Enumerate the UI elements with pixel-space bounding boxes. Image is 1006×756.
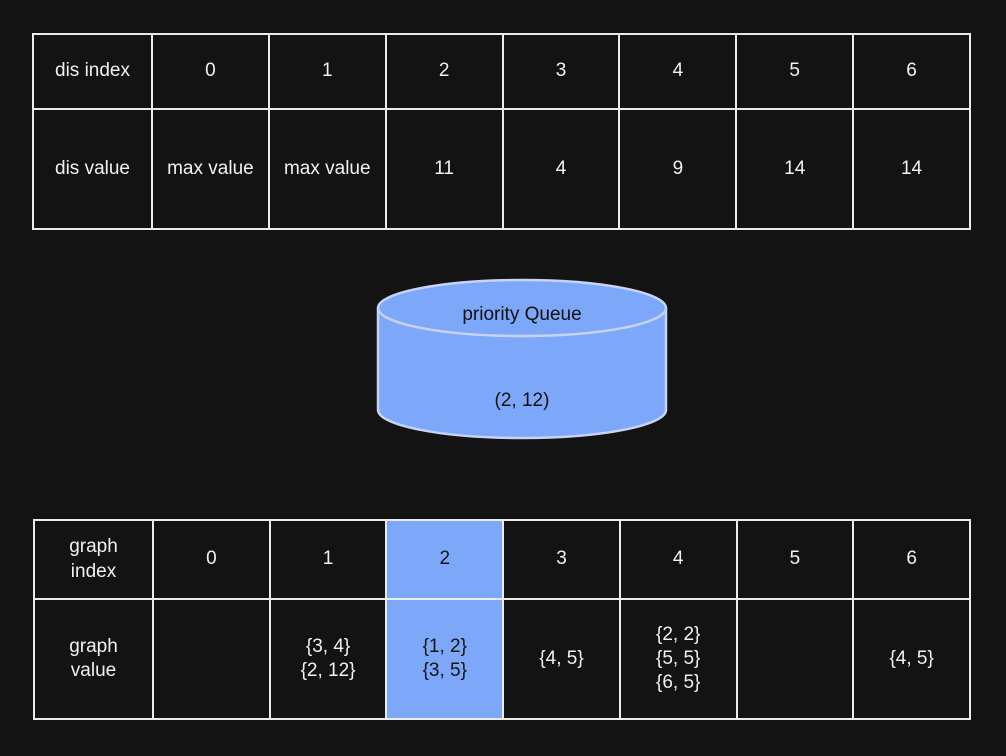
graph-index-6: 6 bbox=[854, 521, 971, 600]
dis-index-1: 1 bbox=[269, 35, 387, 110]
dis-table: dis index 0 1 2 3 4 5 6 dis value max va… bbox=[32, 33, 971, 230]
priority-queue-entry: (2, 12) bbox=[494, 390, 550, 411]
graph-value-1: {3, 4} {2, 12} bbox=[270, 600, 388, 720]
dis-value-3: 4 bbox=[503, 110, 621, 230]
dis-index-4: 4 bbox=[620, 35, 738, 110]
graph-value-4: {2, 2} {5, 5} {6, 5} bbox=[620, 600, 738, 720]
graph-value-5 bbox=[737, 600, 855, 720]
graph-index-5: 5 bbox=[737, 521, 855, 600]
cylinder-shape-icon bbox=[376, 278, 668, 440]
graph-value-row-label: graph value bbox=[35, 600, 154, 720]
dis-index-0: 0 bbox=[153, 35, 270, 110]
dis-value-0: max value bbox=[153, 110, 270, 230]
dis-index-row-label: dis index bbox=[34, 35, 153, 110]
graph-index-3: 3 bbox=[504, 521, 621, 600]
graph-index-0: 0 bbox=[154, 521, 271, 600]
dis-value-5: 14 bbox=[737, 110, 855, 230]
dis-index-3: 3 bbox=[503, 35, 621, 110]
graph-value-6: {4, 5} bbox=[854, 600, 971, 720]
graph-value-0 bbox=[154, 600, 271, 720]
dis-value-4: 9 bbox=[620, 110, 738, 230]
dis-value-2: 11 bbox=[386, 110, 504, 230]
graph-value-3: {4, 5} bbox=[504, 600, 621, 720]
graph-index-4: 4 bbox=[620, 521, 738, 600]
dis-index-2: 2 bbox=[386, 35, 504, 110]
priority-queue-cylinder: priority Queue (2, 12) bbox=[376, 278, 668, 441]
dis-value-6: 14 bbox=[854, 110, 971, 230]
graph-index-1: 1 bbox=[270, 521, 388, 600]
graph-value-2: {1, 2} {3, 5} bbox=[387, 600, 505, 720]
dis-value-1: max value bbox=[269, 110, 387, 230]
priority-queue-title: priority Queue bbox=[462, 304, 582, 325]
dis-index-6: 6 bbox=[854, 35, 971, 110]
graph-index-row-label: graph index bbox=[35, 521, 154, 600]
dis-index-5: 5 bbox=[737, 35, 855, 110]
graph-table: graph index 0 1 2 3 4 5 6 graph value {3… bbox=[33, 519, 971, 720]
dis-value-row-label: dis value bbox=[34, 110, 153, 230]
graph-index-2: 2 bbox=[387, 521, 505, 600]
